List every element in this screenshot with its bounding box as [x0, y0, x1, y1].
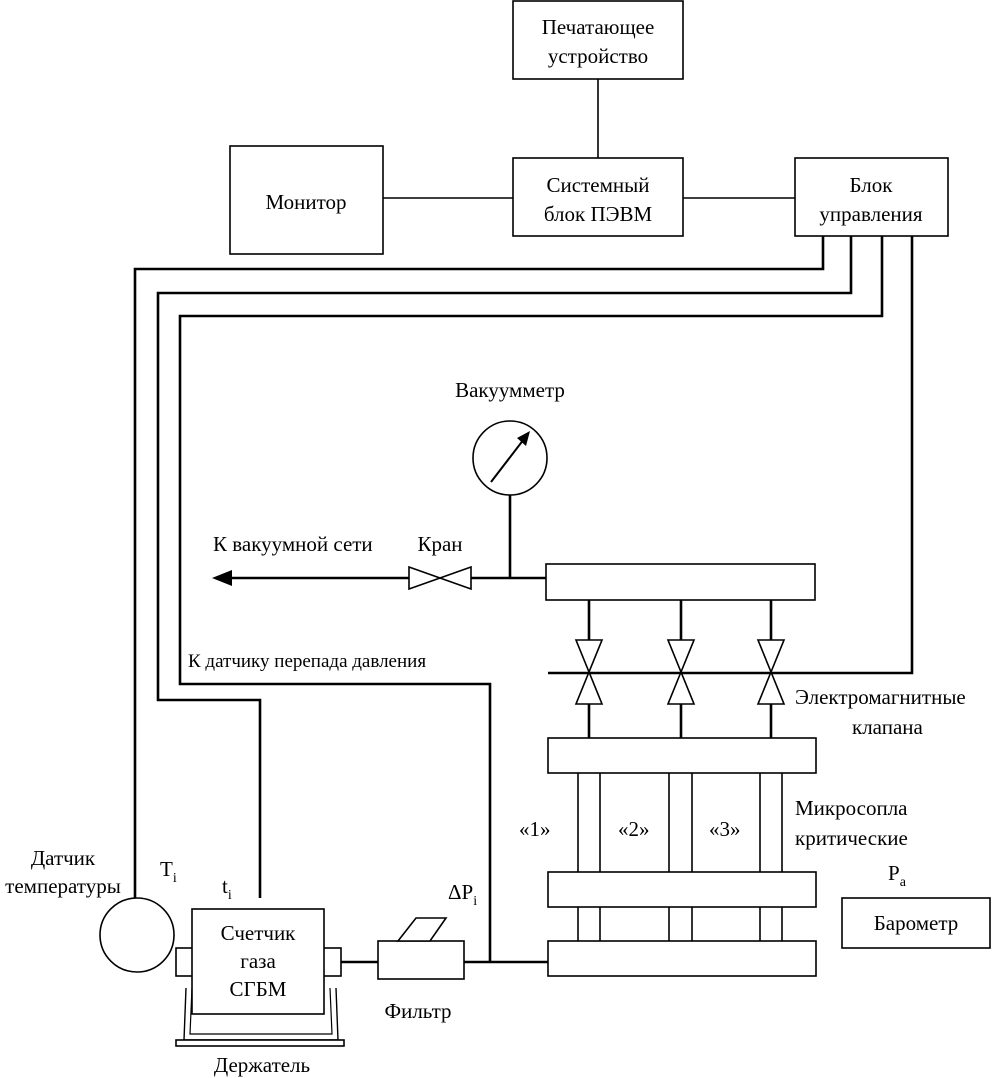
to-vacuum-network-label: К вакуумной сети	[213, 532, 373, 556]
gas-meter-holder	[175, 947, 345, 1047]
nozzle-3-label: «3»	[709, 817, 741, 841]
solenoid-valves-label-2: клапана	[852, 715, 924, 739]
system-unit-label-2: блок ПЭВМ	[544, 202, 653, 226]
gas-meter-block: Счетчик газа СГБМ	[191, 908, 325, 1015]
printer-block: Печатающее устройство	[512, 0, 684, 80]
gas-meter-label-3: СГБМ	[230, 977, 287, 1001]
nozzle-1-label: «1»	[519, 817, 551, 841]
pa-label: Pa	[888, 861, 907, 890]
solenoid-valves-label-1: Электромагнитные	[795, 685, 966, 709]
system-unit-label-1: Системный	[547, 173, 650, 197]
vacuum-gauge-label: Вакуумметр	[455, 378, 565, 402]
solenoid-valve-icon	[756, 639, 786, 705]
arrow-left-icon	[212, 570, 232, 586]
system-unit-block: Системный блок ПЭВМ	[512, 157, 684, 237]
temp-sensor-label-1: Датчик	[31, 846, 96, 870]
ti-upper-label: Ti	[160, 857, 177, 886]
monitor-block: Монитор	[229, 145, 384, 255]
filter-label: Фильтр	[384, 999, 451, 1023]
solenoid-valve-branches	[587, 600, 773, 738]
cable-solenoid-valves	[548, 236, 914, 675]
cable-gas-meter	[156, 236, 853, 898]
barometer-block: Барометр	[841, 897, 991, 949]
holder-label: Держатель	[214, 1053, 310, 1077]
solenoid-valve-icon	[666, 639, 696, 705]
ti-lower-label: ti	[222, 874, 232, 903]
gauge-dial-icon	[472, 420, 548, 496]
printer-label-2: устройство	[548, 44, 648, 68]
bowtie-valve-icon	[408, 565, 472, 591]
printer-label-1: Печатающее	[542, 15, 655, 39]
nozzle-manifold-middle	[547, 871, 817, 908]
solenoid-valve-icon	[574, 639, 604, 705]
barometer-label: Барометр	[874, 911, 959, 935]
control-unit-block: Блок управления	[794, 157, 949, 237]
cable-pressure-sensor	[178, 236, 884, 962]
valve-label: Кран	[417, 532, 462, 556]
nozzle-manifold-bottom	[547, 940, 817, 977]
monitor-label: Монитор	[265, 190, 346, 214]
control-unit-label-1: Блок	[850, 173, 894, 197]
micronozzle-tubes	[577, 773, 783, 941]
temperature-sensor-icon	[99, 897, 175, 973]
to-pressure-sensor-label: К датчику перепада давления	[188, 651, 426, 672]
filter-icon	[377, 917, 465, 980]
dpi-label: ΔPi	[448, 880, 477, 909]
cable-temp-sensor	[133, 236, 825, 898]
control-unit-label-2: управления	[819, 202, 922, 226]
gas-meter-label-1: Счетчик	[221, 921, 297, 945]
temp-sensor-label-2: температуры	[5, 874, 121, 898]
upper-manifold	[545, 563, 816, 601]
gas-meter-label-2: газа	[240, 949, 276, 973]
nozzle-2-label: «2»	[618, 817, 650, 841]
micronozzles-label-1: Микросопла	[795, 796, 908, 820]
nozzle-manifold-top	[547, 737, 817, 774]
micronozzles-label-2: критические	[795, 826, 908, 850]
